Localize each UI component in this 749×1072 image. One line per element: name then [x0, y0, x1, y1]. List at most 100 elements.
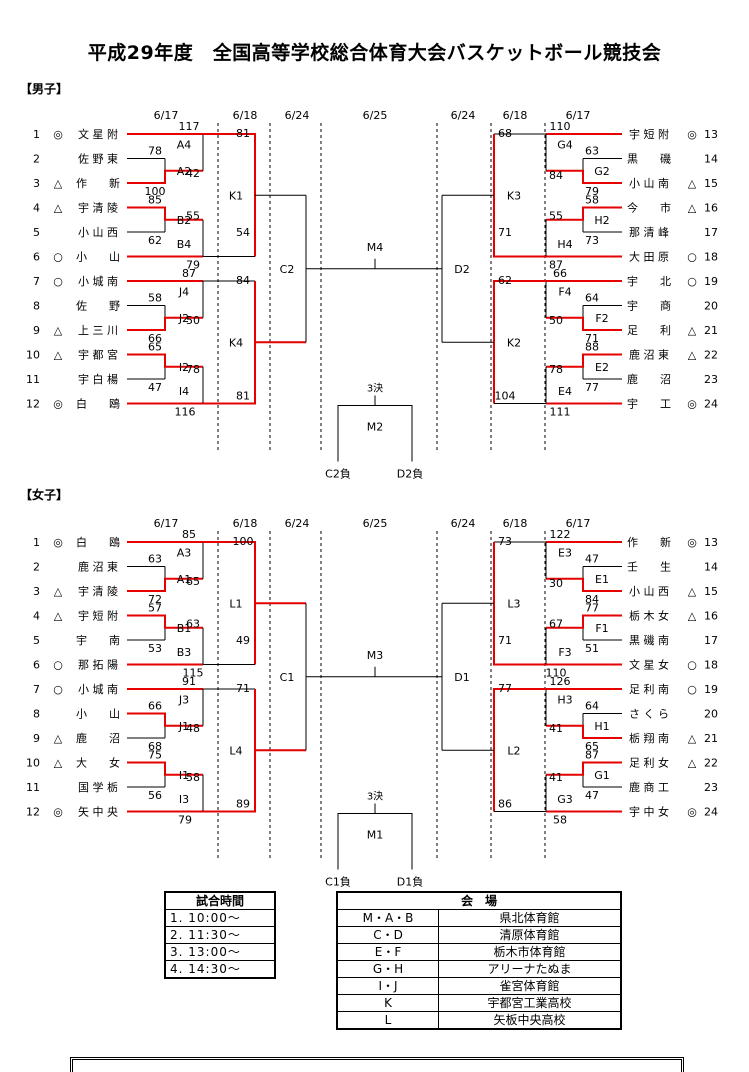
match-label: I2: [179, 361, 189, 374]
score: 81: [236, 390, 250, 403]
match-label: J2: [178, 312, 189, 325]
match-label: M2: [367, 421, 384, 434]
team-number: 1: [33, 128, 40, 141]
team-name: さ く ら: [629, 708, 669, 721]
round-date: 6/18: [503, 517, 528, 530]
third-place-label: 3決: [367, 791, 383, 803]
team-name: 壬 生: [627, 560, 671, 574]
score: 73: [585, 234, 599, 247]
score: 78: [549, 363, 563, 376]
seed-mark: ○: [53, 275, 63, 288]
team-number: 13: [704, 536, 718, 549]
score: 57: [148, 602, 162, 615]
match-label: D1: [454, 671, 469, 684]
team-number: 11: [26, 373, 40, 386]
match-label: G4: [557, 138, 573, 151]
match-label: A3: [177, 546, 192, 559]
team-name: 鹿 沼 東: [629, 348, 669, 362]
team-number: 9: [33, 324, 40, 337]
round-date: 6/17: [154, 517, 179, 530]
team-number: 9: [33, 732, 40, 745]
score: 68: [148, 740, 162, 753]
team-name: 文 星 女: [629, 658, 669, 672]
score: 87: [585, 749, 599, 762]
team-name: 宇 北: [627, 275, 671, 288]
team-number: 18: [704, 251, 718, 264]
team-number: 15: [704, 177, 718, 190]
score: 58: [148, 292, 162, 305]
match-label: B1: [177, 622, 192, 635]
match-label: I4: [179, 385, 189, 398]
score: 50: [186, 314, 200, 327]
bracket-line: [546, 206, 622, 221]
seed-mark: ○: [687, 275, 697, 288]
team-name: 宇 都 宮: [78, 348, 118, 362]
team-name: 小 山: [76, 251, 120, 264]
score: 63: [585, 145, 599, 158]
team-name: 足 利 女: [629, 756, 669, 770]
score: 65: [186, 575, 200, 588]
match-label: A4: [177, 138, 192, 151]
match-label: I3: [179, 793, 189, 806]
team-number: 12: [26, 398, 40, 411]
seed-mark: △: [688, 732, 697, 745]
round-date: 6/25: [363, 109, 388, 122]
venue-courts: E・F: [336, 943, 439, 961]
seed-mark: ◎: [687, 398, 697, 411]
round-date: 6/18: [233, 109, 258, 122]
venue-name: 宇都宮工業高校: [438, 994, 622, 1012]
match-label: L4: [229, 744, 242, 757]
team-number: 8: [33, 708, 40, 721]
team-name: 大 田 原: [629, 250, 669, 264]
team-name: 栃 翔 南: [629, 731, 669, 745]
score: 100: [233, 535, 254, 548]
venue-courts: G・H: [336, 960, 439, 978]
score: 88: [585, 341, 599, 354]
bracket-line: [127, 712, 203, 727]
seed-mark: △: [54, 585, 63, 598]
score: 71: [236, 682, 250, 695]
match-label: B3: [177, 646, 192, 659]
team-name: 国 学 栃: [78, 780, 118, 794]
team-name: 上 三 川: [78, 324, 118, 337]
bracket-line: [127, 169, 203, 184]
bracket-line: [546, 577, 622, 592]
team-name: 小 山 西: [78, 226, 118, 239]
team-number: 23: [704, 781, 718, 794]
team-name: 作 新: [627, 535, 671, 549]
score: 117: [179, 120, 200, 133]
match-label: G3: [557, 793, 573, 806]
score: 84: [549, 169, 563, 182]
seed-mark: ○: [53, 251, 63, 264]
seed-mark: △: [54, 177, 63, 190]
team-name: 今 市: [627, 201, 671, 215]
round-date: 6/24: [285, 109, 310, 122]
match-label: B2: [177, 214, 192, 227]
team-number: 7: [33, 683, 40, 696]
team-number: 22: [704, 757, 718, 770]
seed-mark: △: [688, 177, 697, 190]
team-name: 鹿 沼: [76, 731, 120, 745]
bracket-line: [127, 761, 203, 776]
team-name: 宇 商: [627, 299, 671, 313]
score: 63: [186, 618, 200, 631]
team-number: 10: [26, 349, 40, 362]
match-label: F1: [595, 622, 608, 635]
seed-mark: △: [54, 610, 63, 623]
venue-courts: K: [336, 994, 439, 1012]
team-number: 17: [704, 226, 718, 239]
score: 48: [186, 722, 200, 735]
match-label: H3: [557, 693, 572, 706]
seed-mark: △: [688, 610, 697, 623]
third-place-right: D1負: [397, 876, 423, 889]
team-number: 3: [33, 585, 40, 598]
seed-mark: △: [54, 324, 63, 337]
venue-name: 清原体育館: [438, 926, 622, 944]
team-number: 21: [704, 732, 718, 745]
team-number: 4: [33, 610, 40, 623]
seed-mark: △: [54, 202, 63, 215]
score: 91: [182, 675, 196, 688]
third-place-left: C2負: [325, 468, 351, 481]
score: 81: [236, 127, 250, 140]
